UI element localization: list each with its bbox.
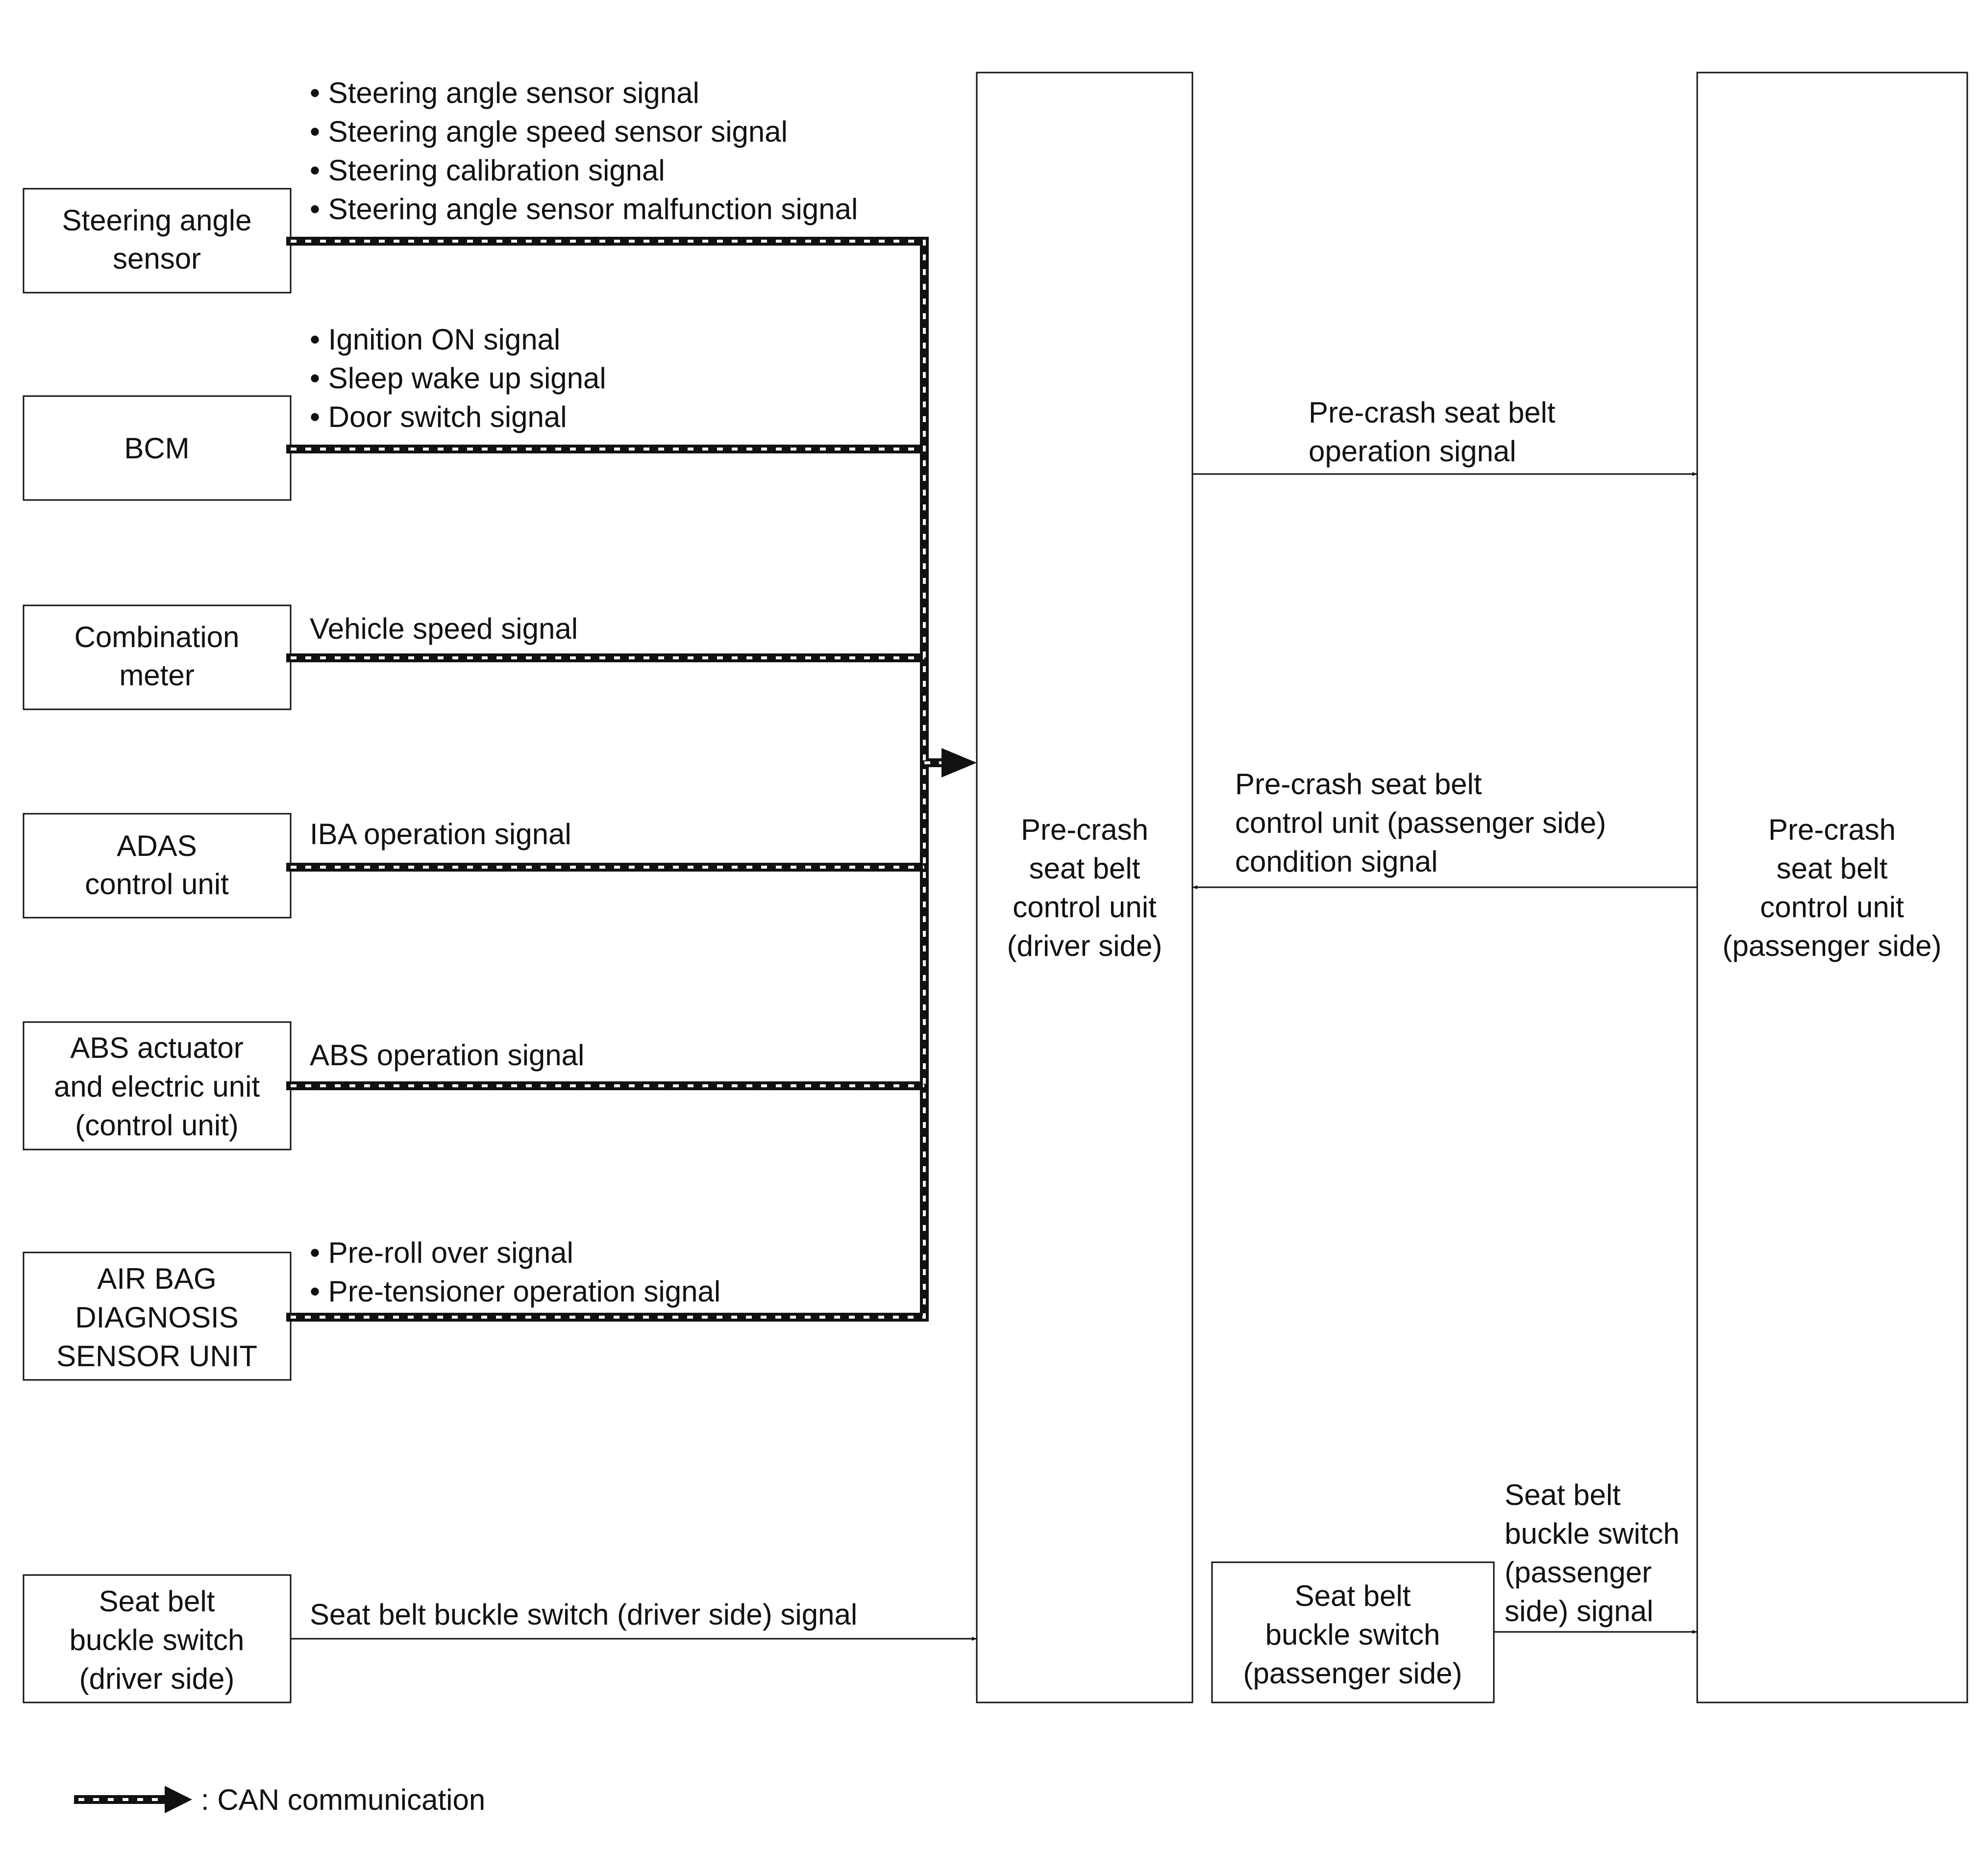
airbag-signal-2: • Pre-tensioner operation signal [310, 1275, 720, 1308]
steering-angle-sensor-box: Steering angle sensor [23, 188, 292, 294]
operation-signal-labels: Pre-crash seat belt operation signal [1309, 396, 1556, 468]
legend-can-arrowhead [165, 1786, 192, 1813]
bcm-signal-3: • Door switch signal [310, 400, 567, 433]
buckle-switch-passenger-label-1: Seat belt [1295, 1579, 1411, 1612]
condition-signal-labels: Pre-crash seat belt control unit (passen… [1235, 768, 1606, 878]
steering-angle-sensor-label-1: Steering angle [62, 204, 252, 237]
iba-operation-signal-label: IBA operation signal [310, 818, 571, 850]
condition-signal-3: condition signal [1235, 845, 1438, 878]
control-unit-driver-label-2: seat belt [1029, 852, 1140, 885]
airbag-unit-label-2: DIAGNOSIS [75, 1301, 238, 1334]
bcm-box: BCM [23, 395, 292, 501]
control-unit-passenger-label-4: (passenger side) [1723, 929, 1942, 962]
buckle-passenger-signal-1: Seat belt [1505, 1478, 1621, 1511]
adas-control-unit-label-1: ADAS [117, 829, 197, 862]
buckle-passenger-signal-4: side) signal [1505, 1595, 1654, 1627]
buckle-switch-passenger-label-3: (passenger side) [1243, 1657, 1462, 1690]
airbag-unit-label-1: AIR BAG [97, 1262, 216, 1295]
steering-signal-3: • Steering calibration signal [310, 154, 665, 187]
seat-belt-buckle-switch-driver-box: Seat belt buckle switch (driver side) [23, 1574, 292, 1703]
operation-signal-1: Pre-crash seat belt [1309, 396, 1556, 429]
control-unit-passenger-label-2: seat belt [1777, 852, 1888, 885]
steering-signal-1: • Steering angle sensor signal [310, 76, 699, 109]
steering-signal-4: • Steering angle sensor malfunction sign… [310, 193, 858, 225]
can-bus [286, 237, 948, 1322]
steering-angle-sensor-label-2: sensor [113, 242, 201, 275]
buckle-switch-driver-label-2: buckle switch [70, 1624, 245, 1656]
buckle-switch-passenger-label-2: buckle switch [1265, 1618, 1440, 1651]
bcm-signal-labels: • Ignition ON signal • Sleep wake up sig… [310, 323, 606, 433]
buckle-passenger-signal-3: (passenger [1505, 1556, 1652, 1589]
buckle-passenger-signal-2: buckle switch [1505, 1517, 1680, 1550]
abs-unit-box: ABS actuator and electric unit (control … [23, 1021, 292, 1151]
vehicle-speed-signal-label: Vehicle speed signal [310, 612, 578, 645]
abs-unit-label-2: and electric unit [54, 1070, 260, 1103]
control-unit-driver-label-1: Pre-crash [1021, 813, 1148, 846]
adas-control-unit-label-2: control unit [85, 868, 229, 900]
legend: : CAN communication [74, 1783, 485, 1816]
condition-signal-2: control unit (passenger side) [1235, 806, 1606, 839]
combination-meter-label-2: meter [119, 659, 194, 692]
control-unit-driver-label-4: (driver side) [1007, 929, 1163, 962]
airbag-unit-label-3: SENSOR UNIT [56, 1340, 257, 1373]
airbag-diagnosis-sensor-unit-box: AIR BAG DIAGNOSIS SENSOR UNIT [23, 1251, 292, 1381]
abs-unit-label-1: ABS actuator [70, 1031, 244, 1064]
can-bus-arrowhead [941, 748, 977, 777]
buckle-switch-driver-label-1: Seat belt [99, 1585, 215, 1618]
bcm-label: BCM [124, 432, 189, 465]
abs-operation-signal-label: ABS operation signal [310, 1039, 584, 1072]
buckle-switch-driver-label-3: (driver side) [79, 1662, 235, 1695]
abs-unit-label-3: (control unit) [75, 1109, 238, 1142]
buckle-driver-signal-label: Seat belt buckle switch (driver side) si… [310, 1598, 857, 1631]
buckle-passenger-signal-labels: Seat belt buckle switch (passenger side)… [1505, 1478, 1680, 1627]
adas-control-unit-box: ADAS control unit [23, 813, 292, 919]
seat-belt-buckle-switch-passenger-box: Seat belt buckle switch (passenger side) [1211, 1561, 1495, 1703]
bcm-signal-2: • Sleep wake up signal [310, 362, 606, 395]
pre-crash-control-unit-driver-box: Pre-crash seat belt control unit (driver… [976, 72, 1193, 1703]
steering-signal-2: • Steering angle speed sensor signal [310, 115, 788, 148]
control-unit-passenger-label-1: Pre-crash [1768, 813, 1896, 846]
control-unit-driver-label-3: control unit [1013, 891, 1157, 924]
combination-meter-label-1: Combination [74, 621, 240, 653]
combination-meter-box: Combination meter [23, 604, 292, 710]
steering-signal-labels: • Steering angle sensor signal • Steerin… [310, 76, 858, 225]
airbag-signal-1: • Pre-roll over signal [310, 1236, 573, 1269]
legend-can-label: : CAN communication [201, 1783, 485, 1816]
airbag-signal-labels: • Pre-roll over signal • Pre-tensioner o… [310, 1236, 720, 1308]
bcm-signal-1: • Ignition ON signal [310, 323, 560, 356]
condition-signal-1: Pre-crash seat belt [1235, 768, 1482, 800]
operation-signal-2: operation signal [1309, 435, 1516, 468]
pre-crash-control-unit-passenger-box: Pre-crash seat belt control unit (passen… [1696, 72, 1968, 1703]
control-unit-passenger-label-3: control unit [1760, 891, 1904, 924]
